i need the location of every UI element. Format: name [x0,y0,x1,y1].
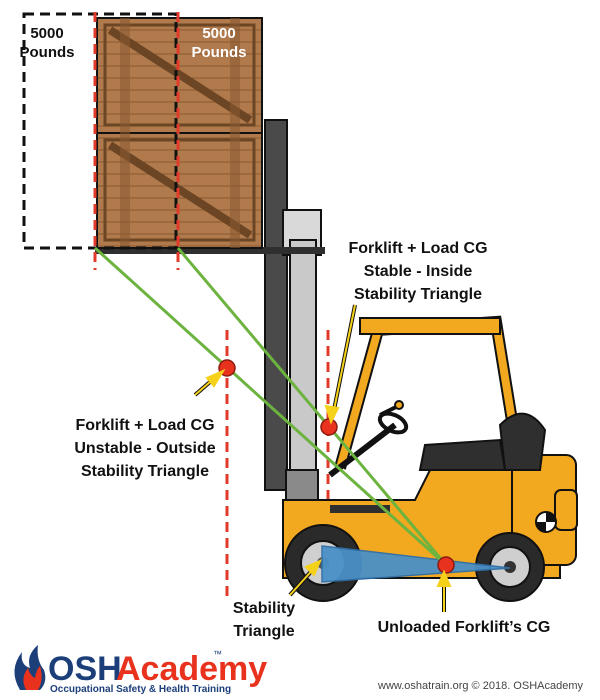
steering-column [328,422,397,478]
unstable-label-2: Unstable - Outside [74,440,215,457]
triangle-label-2: Triangle [233,623,294,640]
seat [418,438,507,471]
cg-point-unloaded [437,556,455,574]
steering-wheel [377,411,409,435]
flame-icon [14,645,46,690]
load-right-label-1: 5000 [202,25,235,42]
oshacademy-logo: OSH Academy ™ Occupational Safety & Heal… [14,645,267,695]
cg-path-lines [93,246,448,567]
logo-tagline: Occupational Safety & Health Training [50,684,231,695]
overhead-guard [334,315,526,471]
stable-label-3: Stability Triangle [354,286,482,303]
stable-label-1: Forklift + Load CG [348,240,487,257]
logo-academy: Academy [116,650,267,688]
unstable-label-3: Stability Triangle [81,463,209,480]
unloaded-cg-label: Unloaded Forklift’s CG [378,619,551,636]
stable-label-2: Stable - Inside [364,263,473,280]
fork-tines [95,247,325,254]
load-left-label-2: Pounds [20,44,75,61]
logo-osh: OSH [48,650,122,688]
stability-triangle [321,545,511,583]
unstable-label-1: Forklift + Load CG [75,417,214,434]
load-right-label-2: Pounds [192,44,247,61]
copyright-text: www.oshatrain.org © 2018. OSHAcademy [377,680,583,692]
cg-point-stable [320,418,338,436]
logo-tm: ™ [213,649,222,659]
load-left-label-1: 5000 [30,25,63,42]
triangle-label-1: Stability [233,600,295,617]
